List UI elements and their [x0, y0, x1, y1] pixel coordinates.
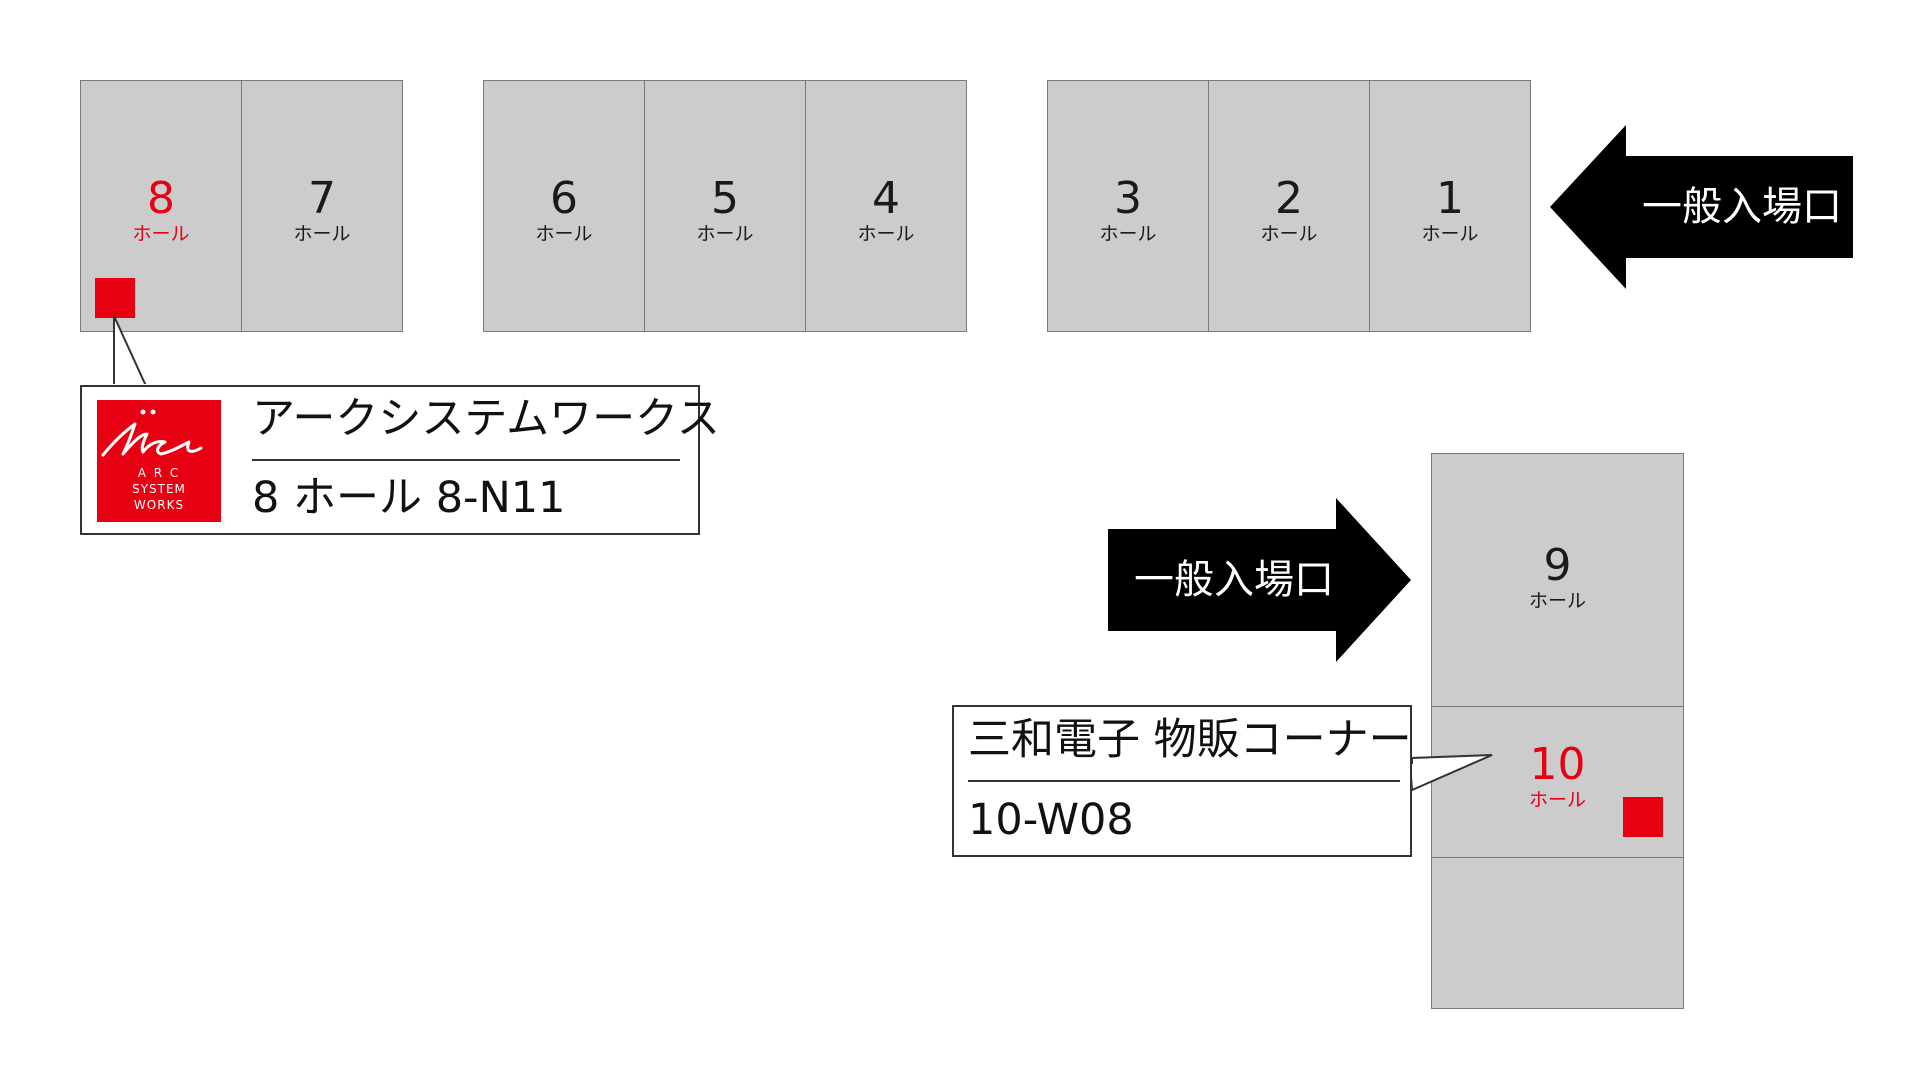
hall-9[interactable]: 9 ホール: [1431, 453, 1684, 707]
hall-number: 9: [1543, 540, 1572, 591]
hall-label: ホール: [1260, 223, 1318, 245]
hall-4[interactable]: 4 ホール: [805, 80, 967, 332]
hall-7[interactable]: 7 ホール: [241, 80, 403, 332]
hall-label: ホール: [1099, 223, 1157, 245]
hall-5[interactable]: 5 ホール: [644, 80, 806, 332]
hall-number: 2: [1275, 173, 1303, 224]
hall-label: ホール: [1528, 590, 1586, 612]
hall-number: 8: [147, 173, 175, 224]
arrow-left-icon: [1550, 125, 1853, 289]
callout-pointer-arc: [113, 315, 148, 387]
callout-divider: [252, 459, 680, 461]
hall-number: 4: [872, 173, 900, 224]
hall-3[interactable]: 3 ホール: [1047, 80, 1209, 332]
hall-number: 5: [711, 173, 739, 224]
hall-2[interactable]: 2 ホール: [1208, 80, 1370, 332]
hall-label: ホール: [293, 223, 351, 245]
hall-label: ホール: [1528, 789, 1586, 811]
hall-number: 3: [1114, 173, 1142, 224]
hall-10[interactable]: 10 ホール: [1431, 706, 1684, 858]
hall-number: 6: [550, 173, 578, 224]
arrow-right-icon: [1108, 498, 1411, 662]
hall-number: 1: [1436, 173, 1464, 224]
booth-name: アークシステムワークス: [252, 394, 720, 444]
hall-unlabeled[interactable]: [1431, 857, 1684, 1009]
hall-label: ホール: [132, 223, 190, 245]
hall-number: 10: [1529, 739, 1586, 790]
logo-text-line: SYSTEM: [132, 482, 186, 496]
entrance-label: 一般入場口: [1134, 557, 1334, 603]
booth-name: 三和電子 物販コーナー: [968, 715, 1412, 765]
logo-text-line: WORKS: [134, 498, 184, 512]
booth-marker-sanwa-denshi[interactable]: [1623, 797, 1663, 837]
logo-text-line: A R C: [138, 466, 181, 480]
booth-marker-arc-system-works[interactable]: [95, 278, 135, 318]
hall-label: ホール: [1421, 223, 1479, 245]
booth-callout-arc-system-works[interactable]: A R C SYSTEM WORKS アークシステムワークス 8 ホール 8-N…: [80, 385, 720, 535]
hall-label: ホール: [857, 223, 915, 245]
hall-label: ホール: [696, 223, 754, 245]
hall-1[interactable]: 1 ホール: [1369, 80, 1531, 332]
callout-divider: [968, 780, 1400, 782]
hall-8[interactable]: 8 ホール: [80, 80, 242, 332]
hall-number: 7: [308, 173, 336, 224]
booth-location: 8 ホール 8-N11: [252, 473, 566, 523]
entrance-arrow-left: 一般入場口: [1550, 125, 1853, 289]
booth-callout-sanwa-denshi[interactable]: 三和電子 物販コーナー 10-W08: [952, 705, 1412, 857]
entrance-arrow-right: 一般入場口: [1108, 498, 1411, 662]
callout-pointer-sanwa: [1408, 754, 1493, 792]
booth-location: 10-W08: [968, 795, 1134, 845]
hall-label: ホール: [535, 223, 593, 245]
entrance-label: 一般入場口: [1642, 184, 1842, 230]
arc-system-works-logo: A R C SYSTEM WORKS: [97, 400, 221, 522]
